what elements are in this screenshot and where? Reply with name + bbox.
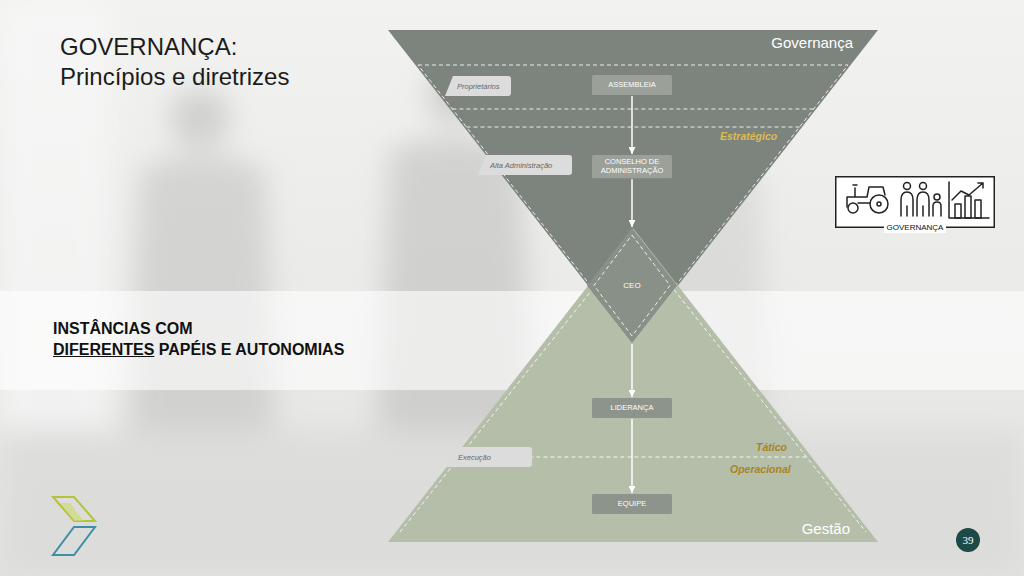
node-text: Governança — [388, 34, 853, 51]
node-text: LIDERANÇA — [611, 404, 654, 413]
node-text: 39 — [963, 534, 974, 546]
logo-chevron-bottom — [53, 527, 95, 555]
shape-part — [836, 177, 995, 228]
governance-triangle-outline — [388, 30, 878, 343]
instance-box: LIDERANÇA — [592, 398, 672, 418]
management-triangle-outline — [388, 228, 878, 542]
node-text: CONSELHO DE ADMINISTRAÇÃO — [596, 158, 668, 175]
shape-part — [904, 183, 911, 190]
shape-part — [452, 109, 813, 110]
level-label: Operacional — [730, 463, 791, 475]
shape-part — [956, 528, 980, 552]
shape-part — [170, 88, 230, 148]
logo-fill — [60, 503, 84, 521]
shape-part — [467, 127, 800, 128]
shape-part — [877, 202, 881, 206]
shape-part — [949, 182, 989, 218]
node-text: Alta Administração — [490, 161, 552, 170]
instance-box: ASSEMBLEIA — [592, 75, 672, 95]
flow-arrow — [631, 179, 633, 227]
role-tag: Alta Administração — [478, 155, 572, 175]
level-label: Tático — [756, 441, 787, 453]
node-text: DIFERENTES — [53, 341, 154, 358]
role-tag: Execução — [446, 447, 532, 467]
shape-part — [445, 76, 511, 96]
page-number: 39 — [956, 528, 980, 552]
role-tag: Proprietários — [445, 76, 511, 96]
shape-part — [592, 398, 672, 418]
node-text: ASSEMBLEIA — [608, 81, 656, 90]
shape-part — [933, 202, 941, 216]
shape-part — [955, 204, 961, 218]
message-band: INSTÂNCIAS COM DIFERENTES PAPÉIS E AUTONOM… — [0, 291, 1024, 390]
shape-part — [388, 228, 878, 542]
shape-part — [400, 238, 866, 532]
shape-part — [592, 75, 672, 95]
shape-part — [952, 183, 983, 200]
shape-part — [592, 155, 672, 178]
shape-part — [934, 194, 940, 200]
ceo-diamond: CEO — [587, 228, 677, 343]
shape-part — [975, 200, 981, 218]
node-text: Proprietários — [457, 82, 500, 91]
shape-part — [478, 155, 572, 175]
node-text: CEO — [623, 281, 640, 290]
shape-part — [0, 291, 1024, 390]
node-text: Gestão — [802, 520, 850, 537]
instance-box: CONSELHO DE ADMINISTRAÇÃO — [592, 155, 672, 178]
shape-part — [847, 182, 989, 218]
governance-triangle: GovernançaASSEMBLEIA CONSELHO DE ADMINIST… — [388, 30, 878, 343]
shape-part — [901, 192, 913, 216]
governance-icon: GOVERNANÇA — [835, 176, 995, 228]
shape-part — [446, 447, 532, 467]
governance-icon-outline — [835, 176, 995, 228]
message-band-outline — [0, 291, 1024, 390]
flow-arrow — [631, 96, 633, 154]
instance-box: EQUIPE — [592, 494, 672, 514]
shape-part — [847, 185, 885, 207]
node-text: GOVERNANÇA — [884, 223, 947, 233]
shape-part — [920, 183, 927, 190]
node-text: EQUIPE — [618, 500, 646, 509]
flow-arrow — [631, 344, 633, 397]
node-text: Execução — [458, 453, 491, 462]
shape-part — [870, 195, 888, 213]
flow-arrow — [631, 419, 633, 493]
node-text: PAPÉIS E AUTONOMIAS — [159, 341, 345, 358]
shape-part — [965, 196, 971, 218]
shape-part — [848, 203, 858, 213]
level-label: Estratégico — [720, 130, 777, 142]
shape-part — [917, 192, 929, 216]
logo-chevron-top — [53, 497, 95, 521]
slide-title: GOVERNANÇA: Princípios e diretrizes — [60, 32, 310, 92]
shape-part — [592, 494, 672, 514]
management-triangle: Gestão LIDERANÇA EQUIPE — [388, 228, 878, 542]
node-text: INSTÂNCIAS COM — [53, 318, 1024, 339]
